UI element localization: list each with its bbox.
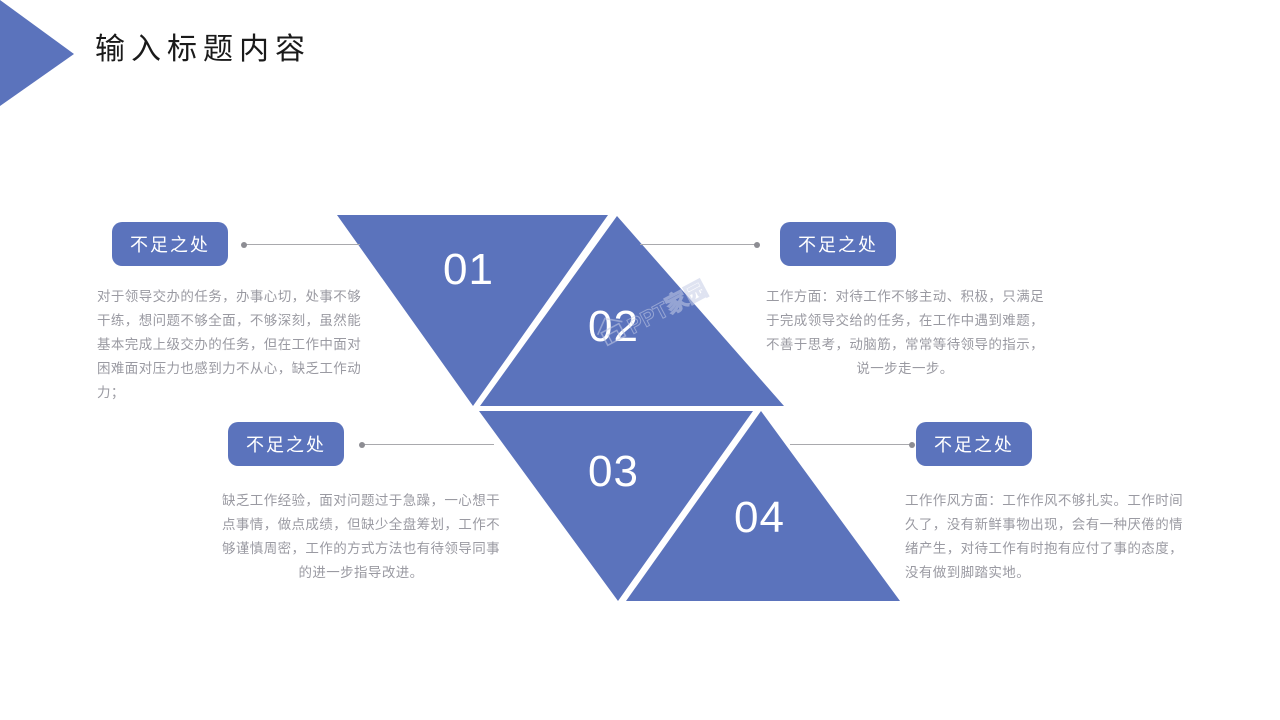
badge-item-2[interactable]: 不足之处 bbox=[780, 222, 896, 266]
badge-item-3[interactable]: 不足之处 bbox=[228, 422, 344, 466]
body-text-4: 工作作风方面：工作作风不够扎实。工作时间久了，没有新鲜事物出现，会有一种厌倦的情… bbox=[905, 493, 1183, 580]
triangle-number-04: 04 bbox=[734, 493, 785, 542]
connector-dot-4 bbox=[909, 441, 915, 448]
triangle-number-02: 02 bbox=[588, 302, 639, 351]
connector-line-3 bbox=[359, 441, 494, 448]
connector-dot-2 bbox=[754, 241, 760, 248]
triangle-01-shape bbox=[337, 215, 608, 406]
connector-line-2 bbox=[640, 241, 760, 248]
corner-triangle-decoration bbox=[0, 0, 74, 106]
triangle-03-shape bbox=[479, 411, 753, 601]
body-text-1: 对于领导交办的任务，办事心切，处事不够干练，想问题不够全面，不够深刻，虽然能基本… bbox=[97, 289, 362, 400]
badge-item-4[interactable]: 不足之处 bbox=[916, 422, 1032, 466]
body-text-2: 工作方面：对待工作不够主动、积极，只满足于完成领导交给的任务，在工作中遇到难题，… bbox=[766, 289, 1044, 376]
badge-item-1[interactable]: 不足之处 bbox=[112, 222, 228, 266]
connector-line-4 bbox=[790, 441, 915, 448]
connector-dot-3 bbox=[359, 441, 365, 448]
triangle-number-03: 03 bbox=[588, 447, 639, 496]
connector-dot-1 bbox=[241, 241, 247, 248]
triangle-number-01: 01 bbox=[443, 245, 494, 294]
body-text-3: 缺乏工作经验，面对问题过于急躁，一心想干点事情，做点成绩，但缺少全盘筹划，工作不… bbox=[222, 493, 500, 580]
connector-line-1 bbox=[241, 241, 360, 248]
page-title: 输入标题内容 bbox=[95, 33, 311, 66]
